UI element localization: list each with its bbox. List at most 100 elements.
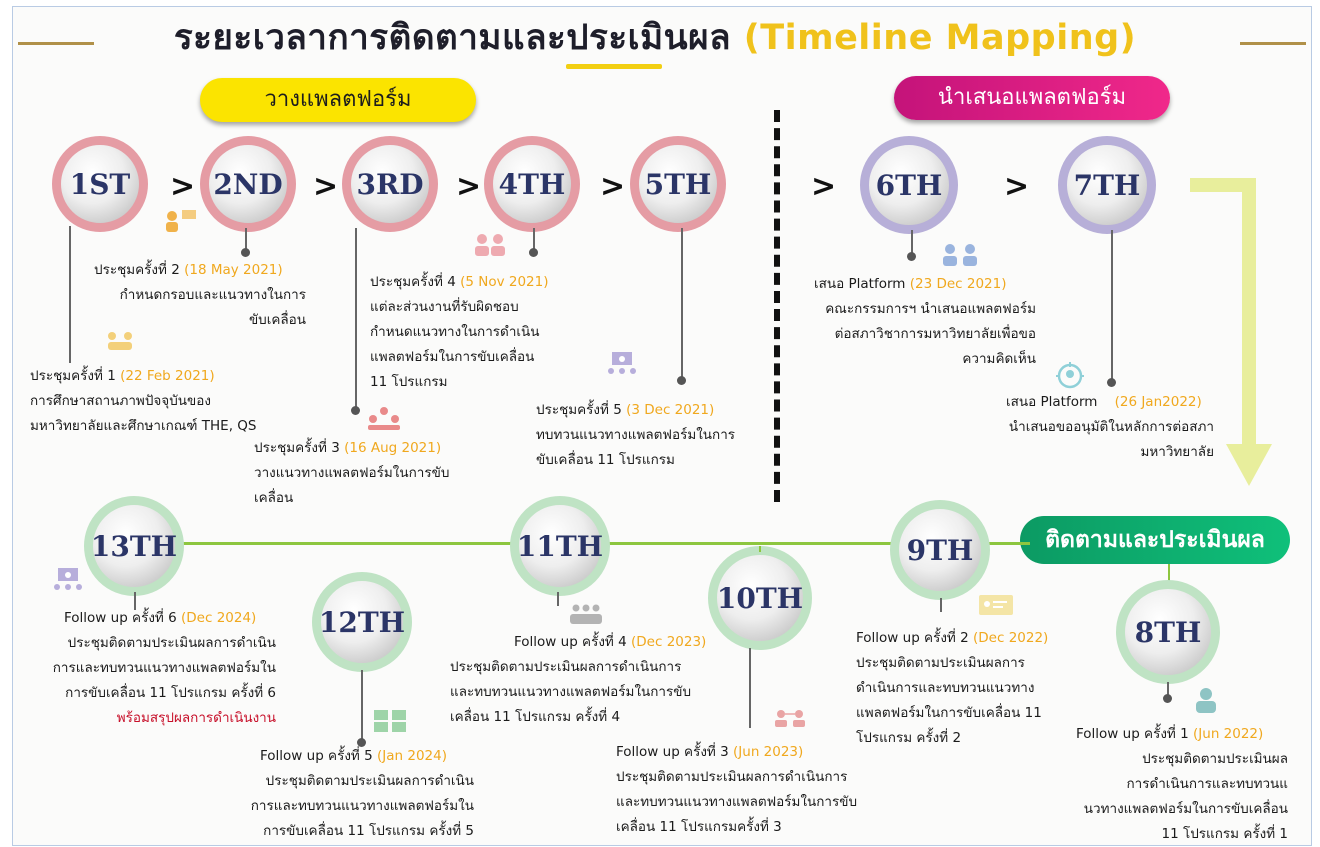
event-6-date: (23 Dec 2021) — [909, 276, 1007, 292]
id-card-icon — [979, 595, 1013, 615]
presenter-icon — [54, 568, 82, 590]
title-rule-right — [1240, 42, 1306, 45]
event-1-head: ประชุมครั้งที่ 1 — [30, 368, 116, 384]
milestone-5: 5TH — [630, 136, 726, 232]
event-7-date: (26 Jan2022) — [1114, 394, 1202, 410]
title-rule-left — [18, 42, 94, 45]
event-11-line-3: เคลื่อน 11 โปรแกรม ครั้งที่ 4 — [450, 709, 621, 725]
arrow-3-4: > — [456, 169, 482, 204]
event-7-line-1: นำเสนอขออนุมัติในหลักการต่อสภา — [1008, 419, 1214, 435]
phase-divider — [774, 110, 780, 502]
event-7-head: เสนอ Platform — [1006, 394, 1098, 410]
event-8-line-1: ประชุมติดตามประเมินผล — [1142, 751, 1288, 767]
event-10: Follow up ครั้งที่ 3 (Jun 2023) ประชุมติ… — [616, 740, 857, 840]
arrow-1-2: > — [170, 169, 196, 204]
section-build-label: วางแพลตฟอร์ม — [200, 78, 476, 122]
event-1-date: (22 Feb 2021) — [120, 368, 215, 384]
connector-10-top — [759, 546, 761, 552]
event-11-head: Follow up ครั้งที่ 4 — [514, 634, 627, 650]
milestone-11: 11TH — [510, 496, 610, 596]
event-2-head: ประชุมครั้งที่ 2 — [94, 262, 180, 278]
flow-arrow-horizontal — [1190, 178, 1256, 192]
audience-icon — [570, 604, 602, 624]
person-board-icon — [166, 210, 196, 232]
connector-11 — [557, 592, 559, 606]
event-6-line-2: ต่อสภาวิชาการมหาวิทยาลัยเพื่อขอ — [834, 326, 1036, 342]
connector-13 — [134, 592, 136, 610]
milestone-10: 10TH — [708, 546, 812, 650]
chart-board-icon — [374, 710, 406, 732]
arrow-4-5: > — [600, 169, 626, 204]
page-title: ระยะเวลาการติดตามและประเมินผล (Timeline … — [150, 10, 1160, 65]
event-6: เสนอ Platform (23 Dec 2021) คณะกรรมการฯ … — [792, 272, 1036, 372]
event-12-line-3: การขับเคลื่อน 11 โปรแกรม ครั้งที่ 5 — [263, 823, 474, 839]
event-7-line-2: มหาวิทยาลัย — [1140, 444, 1214, 460]
event-13-line-2: การและทบทวนแนวทางแพลตฟอร์มใน — [52, 660, 276, 676]
event-1-line-1: การศึกษาสถานภาพปัจจุบันของ — [30, 393, 211, 409]
event-5: ประชุมครั้งที่ 5 (3 Dec 2021) ทบทวนแนวทา… — [536, 398, 735, 473]
arrow-6-7: > — [1004, 169, 1030, 204]
event-2: ประชุมครั้งที่ 2 (18 May 2021) กำหนดกรอบ… — [94, 258, 306, 333]
event-11-line-1: ประชุมติดตามประเมินผลการดำเนินการ — [450, 659, 682, 675]
event-10-line-3: เคลื่อน 11 โปรแกรมครั้งที่ 3 — [616, 819, 782, 835]
connector-8-dot — [1163, 694, 1172, 703]
event-11: Follow up ครั้งที่ 4 (Dec 2023) ประชุมติ… — [450, 630, 706, 730]
title-underline — [566, 64, 662, 69]
event-2-date: (18 May 2021) — [184, 262, 283, 278]
milestone-3: 3RD — [342, 136, 438, 232]
event-13-line-1: ประชุมติดตามประเมินผลการดำเนิน — [67, 635, 276, 651]
event-12: Follow up ครั้งที่ 5 (Jan 2024) ประชุมติ… — [232, 744, 474, 844]
event-3: ประชุมครั้งที่ 3 (16 Aug 2021) วางแนวทาง… — [254, 436, 449, 511]
milestone-6: 6TH — [860, 136, 958, 234]
connector-4-dot — [529, 248, 538, 257]
event-4-line-1: แต่ละส่วนงานที่รับผิดชอบ — [370, 299, 519, 315]
title-english: (Timeline Mapping) — [743, 18, 1137, 58]
milestone-9: 9TH — [890, 500, 990, 600]
people-exchange-icon — [943, 244, 977, 266]
event-12-line-1: ประชุมติดตามประเมินผลการดำเนิน — [265, 773, 474, 789]
event-4-date: (5 Nov 2021) — [460, 274, 549, 290]
event-6-line-3: ความคิดเห็น — [962, 351, 1036, 367]
event-13-note: พร้อมสรุปผลการดำเนินงาน — [116, 710, 276, 726]
event-8-date: (Jun 2022) — [1193, 726, 1264, 742]
connector-12-dot — [357, 738, 366, 747]
milestone-1: 1ST — [52, 136, 148, 232]
event-4-head: ประชุมครั้งที่ 4 — [370, 274, 456, 290]
connector-6-dot — [907, 252, 916, 261]
event-8-head: Follow up ครั้งที่ 1 — [1076, 726, 1189, 742]
event-7: เสนอ Platform (26 Jan2022) นำเสนอขออนุมั… — [968, 390, 1214, 465]
event-13: Follow up ครั้งที่ 6 (Dec 2024) ประชุมติ… — [40, 606, 276, 731]
title-thai: ระยะเวลาการติดตามและประเมินผล — [173, 18, 732, 58]
event-9-date: (Dec 2022) — [973, 630, 1049, 646]
flow-arrow-vertical — [1242, 178, 1256, 446]
event-9-line-4: โปรแกรม ครั้งที่ 2 — [856, 730, 962, 746]
connector-5-dot — [677, 376, 686, 385]
connector-1 — [69, 226, 71, 363]
event-3-line-1: วางแนวทางแพลตฟอร์มในการขับ — [254, 465, 450, 481]
arrow-5-6: > — [811, 169, 837, 204]
milestone-7: 7TH — [1058, 136, 1156, 234]
milestone-2: 2ND — [200, 136, 296, 232]
event-13-line-3: การขับเคลื่อน 11 โปรแกรม ครั้งที่ 6 — [65, 685, 276, 701]
event-5-head: ประชุมครั้งที่ 5 — [536, 402, 622, 418]
event-9-line-2: ดำเนินการและทบทวนแนวทาง — [856, 680, 1035, 696]
connector-3 — [355, 228, 357, 410]
connector-10 — [749, 648, 751, 728]
event-9-head: Follow up ครั้งที่ 2 — [856, 630, 969, 646]
event-4-line-2: กำหนดแนวทางในการดำเนิน — [370, 324, 540, 340]
connector-2 — [245, 228, 247, 252]
milestone-12: 12TH — [312, 572, 412, 672]
connector-6 — [911, 230, 913, 256]
event-1: ประชุมครั้งที่ 1 (22 Feb 2021) การศึกษาส… — [30, 364, 257, 439]
event-8-line-2: การดำเนินการและทบทวนแ — [1126, 776, 1288, 792]
person-icon — [1196, 688, 1216, 713]
connector-5 — [681, 228, 683, 380]
connector-9 — [940, 598, 942, 612]
group-discussion-icon — [368, 407, 400, 430]
arrow-2-3: > — [313, 169, 339, 204]
target-person-icon — [1056, 362, 1084, 389]
event-10-line-2: และทบทวนแนวทางแพลตฟอร์มในการขับ — [616, 794, 858, 810]
connector-7-dot — [1107, 378, 1116, 387]
monitor-connector — [1168, 564, 1170, 590]
people-pair-icon — [475, 234, 505, 256]
